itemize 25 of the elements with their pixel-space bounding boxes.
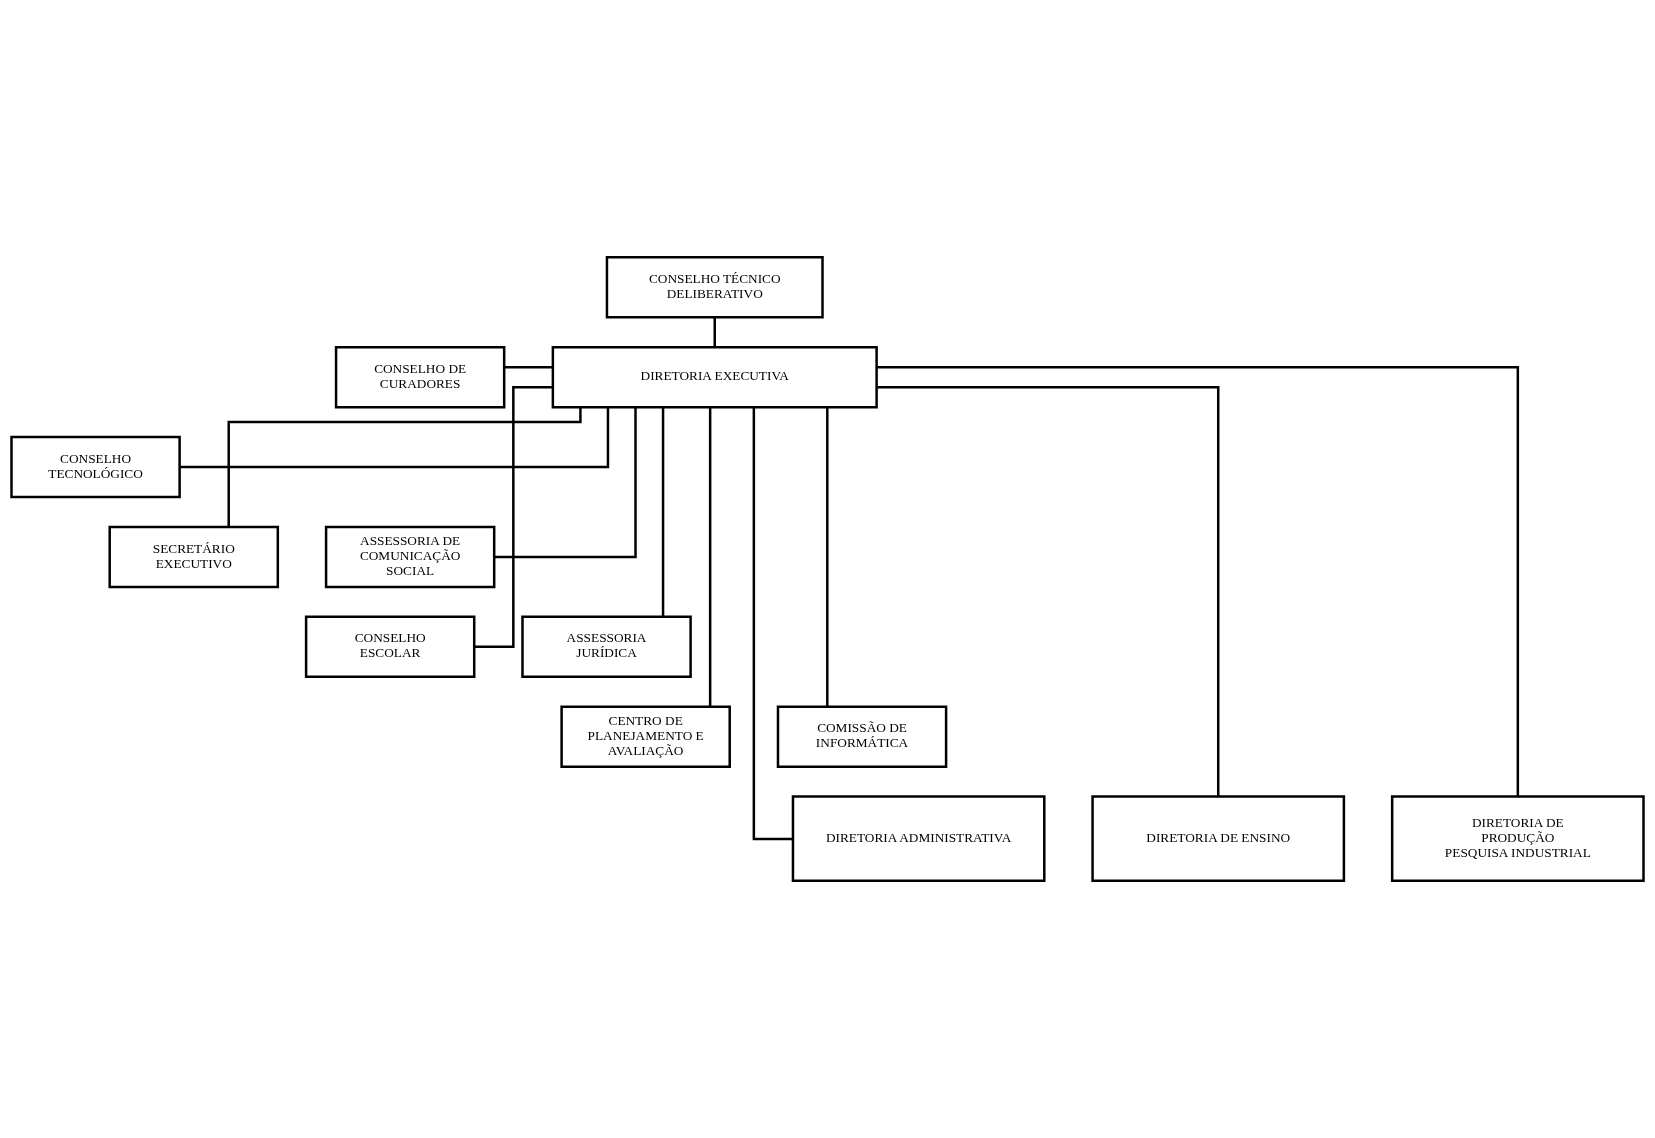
node-box: DIRETORIA DE ENSINO — [1091, 795, 1346, 882]
node-box: DIRETORIA EXECUTIVA — [551, 345, 878, 409]
node-box: ASSESSORIA DE COMUNICAÇÃO SOCIAL — [324, 525, 496, 589]
connector — [661, 407, 665, 617]
connector — [494, 407, 637, 559]
node-box: CENTRO DE PLANEJAMENTO E AVALIAÇÃO — [560, 705, 731, 768]
connector — [504, 365, 553, 369]
connector — [826, 407, 829, 707]
node-box: ASSESSORIA JURÍDICA — [521, 615, 692, 678]
node-box: DIRETORIA ADMINISTRATIVA — [791, 795, 1046, 882]
connector — [474, 385, 553, 649]
node-box: SECRETÁRIO EXECUTIVO — [108, 525, 280, 589]
node-box: CONSELHO TÉCNICO DELIBERATIVO — [605, 256, 824, 319]
connector — [713, 317, 716, 347]
node-box: CONSELHO TECNOLÓGICO — [10, 435, 181, 499]
connector — [876, 385, 1220, 797]
connector — [227, 407, 582, 527]
connector — [179, 407, 610, 469]
node-box: DIRETORIA DE PRODUÇÃO PESQUISA INDUSTRIAL — [1390, 795, 1645, 882]
node-box: COMISSÃO DE INFORMÁTICA — [776, 705, 948, 768]
connector — [752, 407, 793, 841]
node-box: CONSELHO DE CURADORES — [334, 345, 506, 409]
connector — [876, 365, 1520, 797]
connector — [708, 407, 712, 707]
node-box: CONSELHO ESCOLAR — [304, 615, 476, 678]
